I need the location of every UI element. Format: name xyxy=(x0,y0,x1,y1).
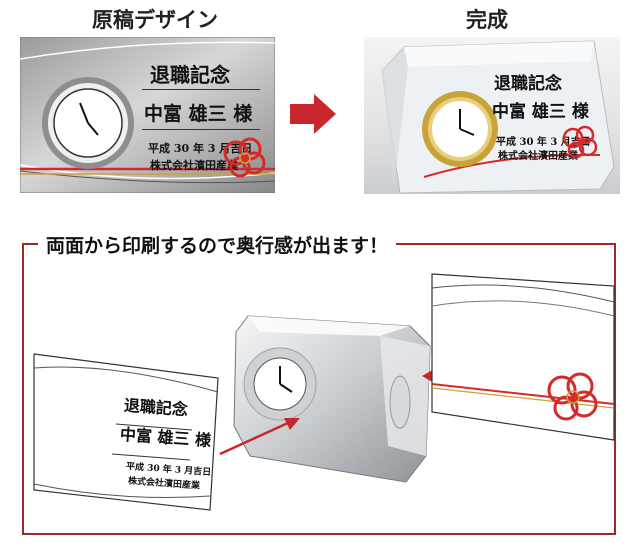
front-title: 退職記念 xyxy=(123,395,189,420)
finished-date: 平成 30 年 3 月吉日 xyxy=(496,137,591,148)
finished-title: 退職記念 xyxy=(494,74,562,94)
back-knot-icon xyxy=(547,372,598,421)
finished-clock-icon xyxy=(422,91,498,167)
front-pointer-arrow-icon xyxy=(219,418,300,456)
arrow-right-icon xyxy=(290,94,336,134)
design-rule-2 xyxy=(142,129,260,130)
design-title: 退職記念 xyxy=(150,63,230,87)
finished-heading: 完成 xyxy=(466,8,508,32)
finished-photo: 退職記念 中富 雄三 様 平成 30 年 3 月吉日 株式会社濱田産業 xyxy=(364,37,620,194)
crystal-block-3d xyxy=(233,315,431,483)
mizuhiki-knot-icon xyxy=(223,137,266,178)
clock-icon xyxy=(42,77,134,169)
finished-recipient: 中富 雄三 様 xyxy=(492,102,589,122)
design-rule-1 xyxy=(142,89,260,90)
design-heading: 原稿デザイン xyxy=(92,8,218,32)
design-company: 株式会社濱田産業 xyxy=(150,159,238,172)
depth-banner: 両面から印刷するので奥行感が出ます！ xyxy=(38,231,397,258)
finished-company: 株式会社濱田産業 xyxy=(498,151,578,162)
design-mockup: 退職記念 中富 雄三 様 平成 30 年 3 月吉日 株式会社濱田産業 xyxy=(20,37,275,193)
front-print-card xyxy=(33,353,219,511)
finished-knot-icon xyxy=(562,125,598,159)
design-recipient: 中富 雄三 様 xyxy=(144,103,253,125)
